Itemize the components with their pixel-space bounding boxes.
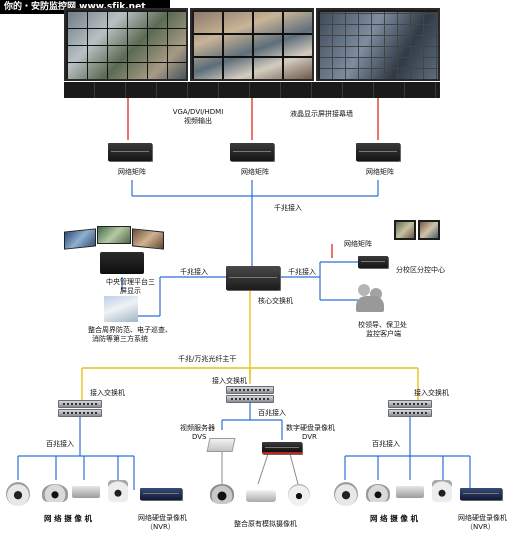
label-dvr-1: 数字硬盘录像机	[286, 424, 335, 432]
network-matrix-2	[230, 143, 274, 161]
label-nvr-left-2: （NVR）	[146, 523, 175, 531]
label-hundred-mid: 百兆接入	[258, 409, 286, 417]
label-matrix-3: 网络矩阵	[366, 168, 394, 176]
label-hundred-right: 百兆接入	[372, 440, 400, 448]
network-matrix-3	[356, 143, 400, 161]
label-core-switch: 核心交换机	[258, 297, 293, 305]
label-video-out-2: 视频输出	[184, 117, 212, 125]
analog-camera-dome	[210, 484, 234, 504]
label-third-party-1: 整合周界防范、电子巡查、	[88, 326, 172, 334]
ip-camera-dome-right-1	[334, 482, 358, 506]
video-wall-screen-left	[64, 8, 188, 81]
ip-camera-box-right	[396, 486, 424, 498]
branch-network-matrix	[358, 256, 388, 268]
central-platform-desk	[100, 252, 144, 274]
label-backbone: 千兆/万兆光纤主干	[178, 355, 237, 363]
video-wall-screen-center	[190, 8, 314, 81]
label-third-party-2: 消防等第三方系统	[92, 335, 148, 343]
access-switch-mid	[226, 386, 274, 394]
watermark-text: 你的・安防监控网 www.sfjk.net	[4, 2, 146, 12]
label-matrix-2: 网络矩阵	[241, 168, 269, 176]
label-nvr-right-1: 网络硬盘录像机	[458, 514, 507, 522]
label-analog-cam: 整合原有模拟摄像机	[234, 520, 297, 528]
digital-video-recorder-dvr	[262, 442, 302, 454]
ip-camera-ptz-right	[432, 480, 452, 502]
label-client-1: 校领导、保卫处	[358, 321, 407, 329]
label-nvr-right-2: （NVR）	[466, 523, 495, 531]
ip-camera-dome-right-2	[366, 484, 390, 502]
analog-camera-ptz	[288, 484, 310, 506]
nvr-right	[460, 488, 502, 500]
label-gig-access-right: 千兆接入	[288, 268, 316, 276]
label-branch-matrix: 网络矩阵	[344, 240, 372, 248]
label-ip-cam-right: 网 络 摄 像 机	[370, 514, 418, 523]
third-party-system-image	[104, 296, 138, 322]
label-lcd-wall: 液晶显示屏拼接幕墙	[290, 110, 353, 118]
client-users-image	[356, 284, 386, 312]
ip-camera-dome-left-2	[42, 484, 68, 502]
branch-monitor-left	[394, 220, 416, 240]
label-gig-access-left: 千兆接入	[180, 268, 208, 276]
label-access-switch-left: 接入交换机	[90, 389, 125, 397]
access-switch-right	[388, 400, 432, 408]
access-switch-left-2	[58, 409, 102, 417]
label-access-switch-right: 接入交换机	[414, 389, 449, 397]
label-central-platform-2: 屏显示	[120, 287, 141, 295]
video-wall-base	[64, 82, 440, 98]
branch-monitor-right	[418, 220, 440, 240]
label-hundred-left: 百兆接入	[46, 440, 74, 448]
label-dvs-2: DVS	[192, 433, 207, 441]
label-access-switch-mid: 接入交换机	[212, 377, 247, 385]
core-switch	[226, 266, 280, 290]
nvr-left	[140, 488, 182, 500]
label-dvr-2: DVR	[302, 433, 317, 441]
access-switch-right-2	[388, 409, 432, 417]
ip-camera-dome-left-1	[6, 482, 30, 506]
access-switch-mid-2	[226, 395, 274, 403]
network-matrix-1	[108, 143, 152, 161]
label-ip-cam-left: 网 络 摄 像 机	[44, 514, 92, 523]
analog-camera-bullet	[246, 490, 276, 502]
video-wall-screen-right	[316, 8, 440, 81]
label-nvr-left-1: 网络硬盘录像机	[138, 514, 187, 522]
label-branch-center: 分校区分控中心	[396, 266, 445, 274]
access-switch-left	[58, 400, 102, 408]
ip-camera-ptz-left	[108, 480, 128, 502]
label-client-2: 监控客户端	[366, 330, 401, 338]
label-gig-access-top: 千兆接入	[274, 204, 302, 212]
label-video-out-1: VGA/DVI/HDMI	[172, 108, 224, 116]
central-platform-screens	[64, 226, 164, 250]
ip-camera-box-left	[72, 486, 100, 498]
label-matrix-1: 网络矩阵	[118, 168, 146, 176]
label-dvs-1: 视频服务器	[180, 424, 215, 432]
label-central-platform-1: 中央管理平台三	[106, 278, 155, 286]
video-server-dvs	[206, 438, 236, 452]
